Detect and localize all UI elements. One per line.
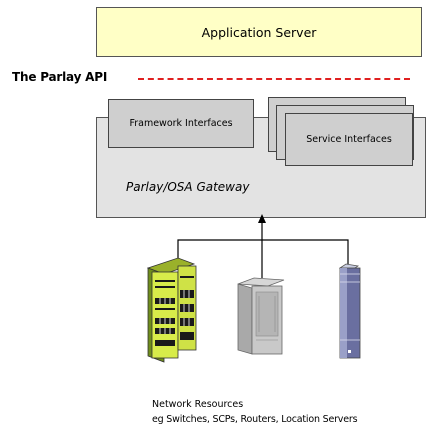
network-resources-description: eg Switches, SCPs, Routers, Location Ser… bbox=[152, 414, 358, 425]
network-resources-title: Network Resources bbox=[152, 399, 244, 410]
framework-interfaces-box: Framework Interfaces bbox=[108, 99, 254, 148]
service-interfaces-label: Service Interfaces bbox=[306, 134, 392, 145]
connector-line bbox=[261, 218, 349, 266]
service-interfaces-box: Service Interfaces bbox=[285, 113, 413, 166]
arrowhead-icon bbox=[258, 214, 266, 223]
parlay-api-label: The Parlay API bbox=[12, 70, 108, 84]
gateway-label: Parlay/OSA Gateway bbox=[126, 180, 250, 194]
connection-lines bbox=[146, 214, 361, 363]
framework-interfaces-label: Framework Interfaces bbox=[129, 118, 233, 129]
router-icon bbox=[338, 263, 361, 359]
parlay-api-dashed-line bbox=[138, 78, 410, 80]
switch-rack-icon bbox=[146, 257, 197, 363]
application-server-label: Application Server bbox=[201, 24, 317, 40]
application-server-box: Application Server bbox=[96, 7, 422, 57]
server-icon bbox=[237, 277, 285, 355]
